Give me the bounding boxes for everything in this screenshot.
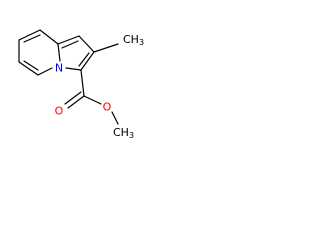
bond-c2-methyl xyxy=(93,43,119,53)
ester-methyl-symbol: CH xyxy=(113,126,129,139)
bond-c8-c7-inner xyxy=(23,34,41,43)
bond-c2-c3 xyxy=(80,51,95,71)
bond-o-ester-methyl xyxy=(111,111,119,125)
bond-c8a-c1 xyxy=(57,35,80,45)
nitrogen-label: N xyxy=(55,62,63,75)
ring-methyl-label: CH3 xyxy=(123,33,144,47)
carbonyl-oxygen-label: O xyxy=(55,105,64,118)
ester-oxygen-label: O xyxy=(103,101,112,114)
bond-c5-n xyxy=(37,67,53,76)
bond-carbonyl-o-double-a xyxy=(67,95,85,109)
bond-carbonyl-o-ester xyxy=(83,95,102,105)
bond-c8a-c8 xyxy=(39,29,59,45)
bond-c2-c3-inner xyxy=(78,52,90,67)
bond-c1-c2 xyxy=(78,35,95,53)
ring-methyl-symbol: CH xyxy=(123,33,139,46)
bond-c3-n xyxy=(65,67,82,71)
molecule-structure: N O O CH3 CH3 xyxy=(18,29,144,140)
bond-c8a-c1-inner xyxy=(61,40,79,49)
bond-c3-carbonyl xyxy=(80,69,85,97)
bond-carbonyl-o-double-b xyxy=(64,91,82,105)
bond-c6-c5 xyxy=(18,61,39,76)
bond-n-c8a xyxy=(57,43,61,62)
ring-methyl-subscript: 3 xyxy=(139,38,144,47)
ester-methyl-label: CH3 xyxy=(113,126,134,140)
ester-methyl-subscript: 3 xyxy=(129,131,134,140)
bond-c6-c5-inner xyxy=(23,60,39,71)
bond-c8-c7 xyxy=(18,29,41,41)
